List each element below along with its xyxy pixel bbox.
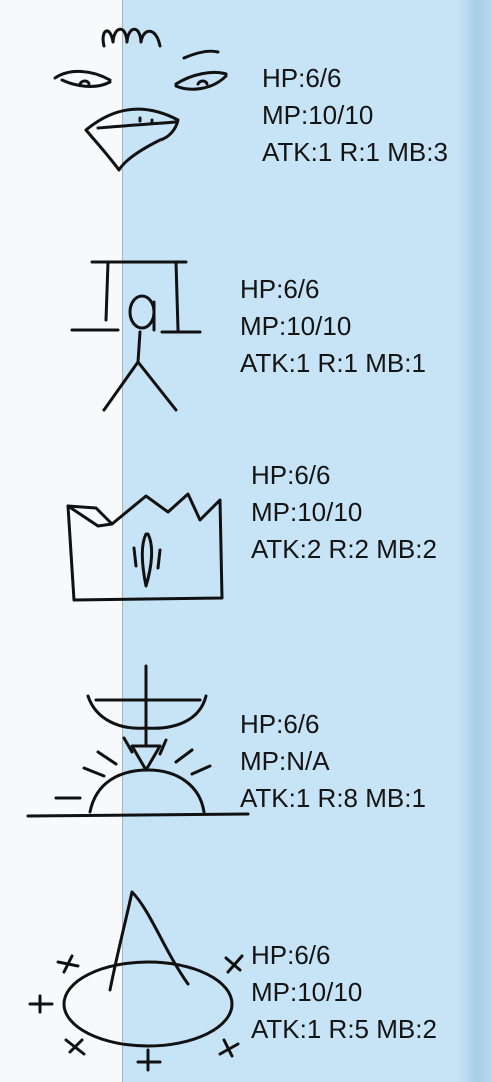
left-margin: [0, 0, 122, 1082]
mp-label: MP:10/10: [251, 977, 363, 1007]
panel-texture-edge: [458, 0, 492, 1082]
hp-label: HP:6/6: [251, 940, 331, 970]
hp-label: HP:6/6: [240, 709, 320, 739]
witch-hat-icon[interactable]: [28, 890, 244, 1072]
mp-label: MP:N/A: [240, 746, 330, 776]
mp-label: MP:10/10: [251, 497, 363, 527]
atk-label: ATK:1 R:1 MB:1: [240, 348, 426, 378]
sunrise-sword-icon[interactable]: [26, 664, 250, 818]
stick-figure-glyph-icon[interactable]: [70, 260, 202, 412]
unit-stats-panel: [122, 0, 492, 1082]
unit-stats-3: HP:6/6 MP:10/10 ATK:2 R:2 MB:2: [251, 457, 437, 568]
crown-icon[interactable]: [66, 492, 224, 602]
atk-label: ATK:2 R:2 MB:2: [251, 534, 437, 564]
unit-stats-4: HP:6/6 MP:N/A ATK:1 R:8 MB:1: [240, 706, 426, 817]
atk-label: ATK:1 R:8 MB:1: [240, 783, 426, 813]
unit-stats-2: HP:6/6 MP:10/10 ATK:1 R:1 MB:1: [240, 271, 426, 382]
mp-label: MP:10/10: [240, 311, 352, 341]
mp-label: MP:10/10: [262, 100, 374, 130]
hp-label: HP:6/6: [262, 63, 342, 93]
atk-label: ATK:1 R:5 MB:2: [251, 1014, 437, 1044]
atk-label: ATK:1 R:1 MB:3: [262, 137, 448, 167]
bird-face-icon[interactable]: [53, 27, 228, 172]
unit-stats-1: HP:6/6 MP:10/10 ATK:1 R:1 MB:3: [262, 60, 448, 171]
hp-label: HP:6/6: [240, 274, 320, 304]
hp-label: HP:6/6: [251, 460, 331, 490]
unit-stats-5: HP:6/6 MP:10/10 ATK:1 R:5 MB:2: [251, 937, 437, 1048]
